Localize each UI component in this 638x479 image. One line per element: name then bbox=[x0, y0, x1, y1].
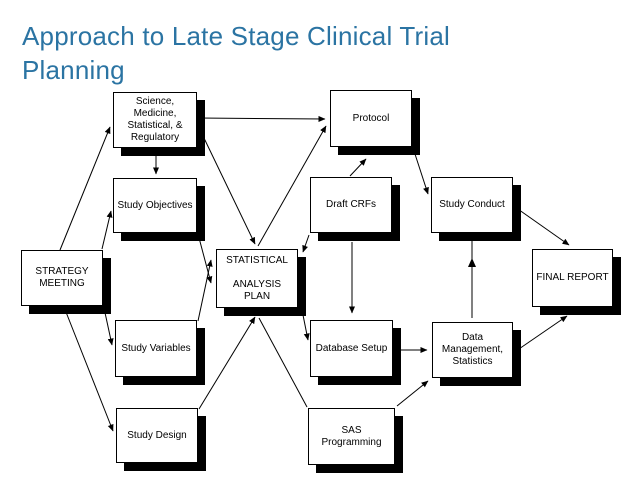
node-final-report: FINAL REPORT bbox=[532, 249, 613, 307]
edge-study-objectives-to-sap bbox=[197, 233, 213, 284]
edge-study-variables-to-sap bbox=[197, 259, 213, 322]
edge-strategy-meeting-to-study-objectives bbox=[101, 210, 113, 250]
node-strategy-meeting: STRATEGY MEETING bbox=[21, 250, 103, 306]
edge-science-to-sap bbox=[202, 135, 256, 245]
node-database-setup: Database Setup bbox=[310, 320, 393, 377]
edge-strategy-meeting-to-study-design bbox=[63, 306, 114, 432]
node-draft-crfs: Draft CRFs bbox=[310, 177, 392, 233]
node-science-medicine-statistical-regulatory: Science, Medicine, Statistical, & Regula… bbox=[113, 92, 197, 148]
edge-sap-to-database-setup bbox=[301, 309, 310, 341]
node-study-variables: Study Variables bbox=[115, 320, 197, 377]
node-study-conduct: Study Conduct bbox=[431, 177, 513, 233]
edge-strategy-meeting-to-study-variables bbox=[103, 307, 114, 346]
edge-data-management-to-study-conduct-arrowhead bbox=[468, 258, 476, 267]
edge-science-to-protocol bbox=[197, 115, 326, 122]
slide-title: Approach to Late Stage Clinical Trial Pl… bbox=[22, 21, 450, 85]
node-statistical-analysis-plan: STATISTICAL ANALYSIS PLAN bbox=[216, 249, 298, 308]
edge-data-management-to-final-report bbox=[515, 315, 568, 352]
edge-draft-crfs-to-sap bbox=[302, 234, 310, 253]
node-study-design: Study Design bbox=[116, 408, 198, 463]
edge-study-design-to-sap bbox=[198, 316, 256, 410]
edge-sas-programming-to-data-management bbox=[396, 380, 429, 407]
edge-sap-to-protocol bbox=[257, 125, 327, 247]
node-sas-programming: SAS Programming bbox=[308, 408, 395, 465]
edge-study-conduct-to-final-report bbox=[514, 206, 570, 246]
edge-draft-crfs-to-protocol bbox=[349, 158, 367, 177]
edge-strategy-meeting-to-science bbox=[59, 126, 111, 251]
node-protocol: Protocol bbox=[330, 90, 412, 147]
node-study-objectives: Study Objectives bbox=[113, 178, 197, 233]
edge-sap-to-sas-programming bbox=[258, 317, 308, 408]
node-data-management-statistics: Data Management, Statistics bbox=[432, 322, 513, 378]
edge-protocol-to-study-conduct bbox=[413, 150, 429, 195]
